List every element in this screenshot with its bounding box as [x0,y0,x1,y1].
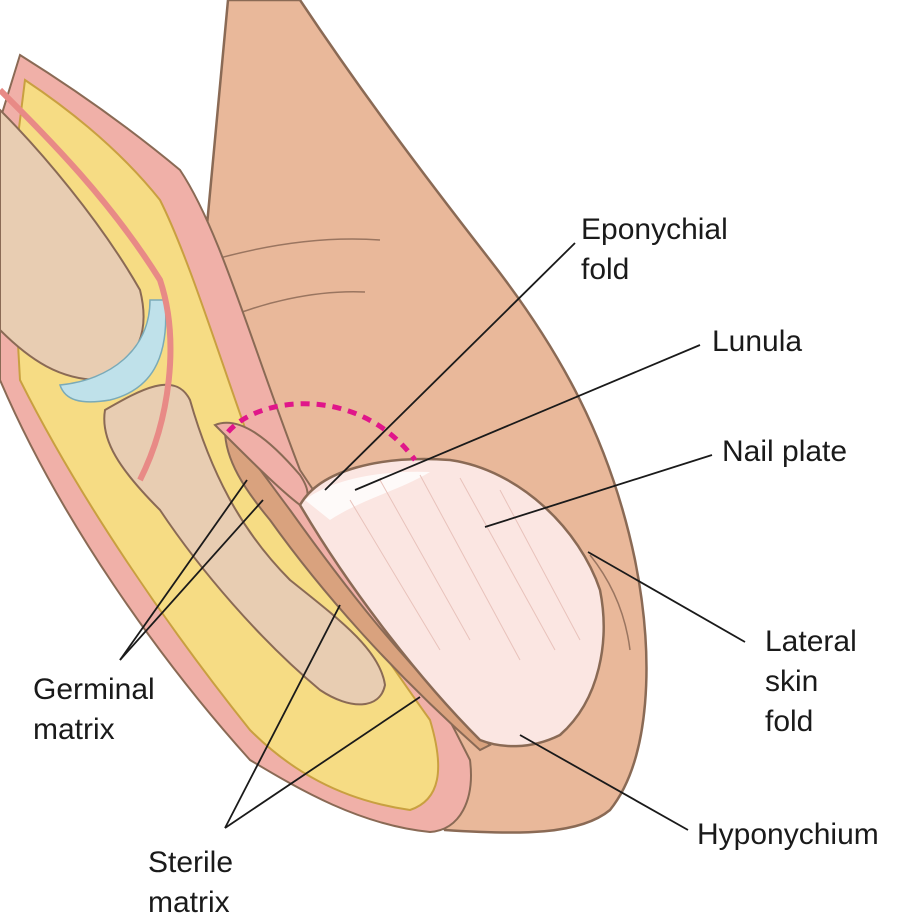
distal-phalanx-bone [103,383,387,706]
skin-crease [589,554,631,651]
label-line: fold [765,705,814,738]
label-hyponychium: Hyponychium [697,818,879,851]
label-sterile-matrix: Sterile matrix [148,843,233,917]
label-line: Lateral [765,625,857,658]
nail-striations [349,474,581,661]
lunula-extent-marker [226,401,418,462]
label-line: matrix [148,886,230,917]
label-line: Germinal [33,673,155,706]
label-lunula: Lunula [712,325,803,358]
nail-plate [298,457,605,748]
leader-lines [119,242,746,831]
label-line: skin [765,665,819,698]
lunula [305,471,430,520]
middle-phalanx-bone [0,108,145,382]
label-line: matrix [33,713,115,746]
label-line: Sterile [148,846,234,879]
digital-artery [0,87,174,482]
label-nail-plate: Nail plate [722,435,848,468]
label-line: fold [581,253,630,286]
label-eponychial-fold: Eponychial fold [581,210,728,290]
joint-space [58,299,167,403]
label-line: Eponychial [581,213,728,246]
label-germinal-matrix: Germinal matrix [33,670,155,750]
label-lateral-skin-fold: Lateral skin fold [765,622,857,742]
